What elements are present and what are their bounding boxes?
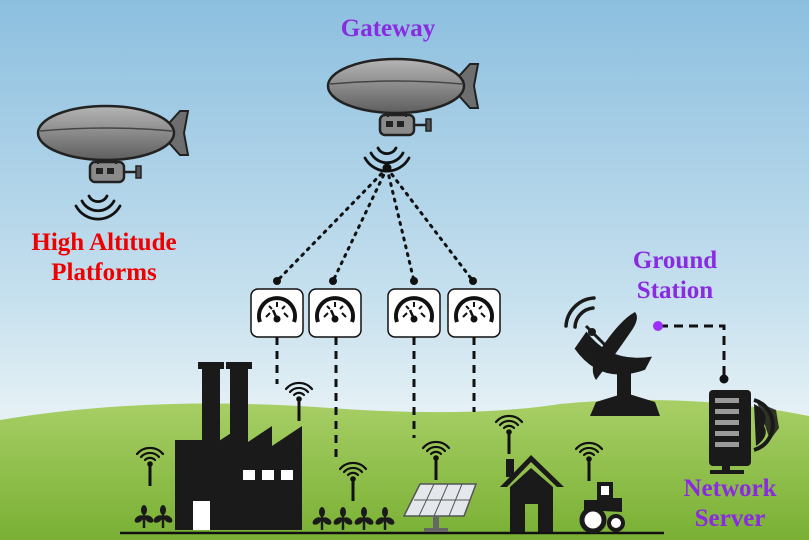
house-icon [500, 455, 564, 532]
smart-meter-3-icon [386, 287, 442, 339]
tractor-icon [579, 482, 625, 534]
gateway-links [275, 166, 475, 283]
link-end-dot [329, 277, 337, 285]
hap-label-line2: Platforms [51, 259, 157, 286]
ground-station-label: Ground Station [600, 246, 750, 306]
network-server-label-line2: Server [694, 505, 766, 532]
satellite-dish-icon [564, 296, 660, 416]
ground-station-label-line2: Station [636, 277, 714, 304]
globe-icon [753, 398, 779, 452]
gateway-label-text: Gateway [340, 15, 436, 42]
solar-panel-icon [402, 483, 478, 532]
smart-meter-1-icon [249, 287, 305, 339]
link-end-dot [273, 277, 281, 285]
ground-station-label-line1: Ground [632, 247, 718, 274]
hap-label: High Altitude Platforms [4, 228, 204, 288]
link-end-dot [410, 277, 418, 285]
hap-label-line1: High Altitude [31, 229, 177, 256]
smart-meter-4-icon [446, 287, 502, 339]
gateway-hub-dot [382, 163, 392, 173]
gateway-label: Gateway [298, 14, 478, 44]
smart-meter-2-icon [307, 287, 363, 339]
server-icon [709, 390, 751, 474]
factory-icon [175, 362, 302, 530]
backhaul-link [653, 321, 729, 384]
network-server-label: Network Server [655, 474, 805, 534]
meter-links [275, 337, 476, 460]
network-server-label-line1: Network [683, 475, 777, 502]
link-end-dot [469, 277, 477, 285]
